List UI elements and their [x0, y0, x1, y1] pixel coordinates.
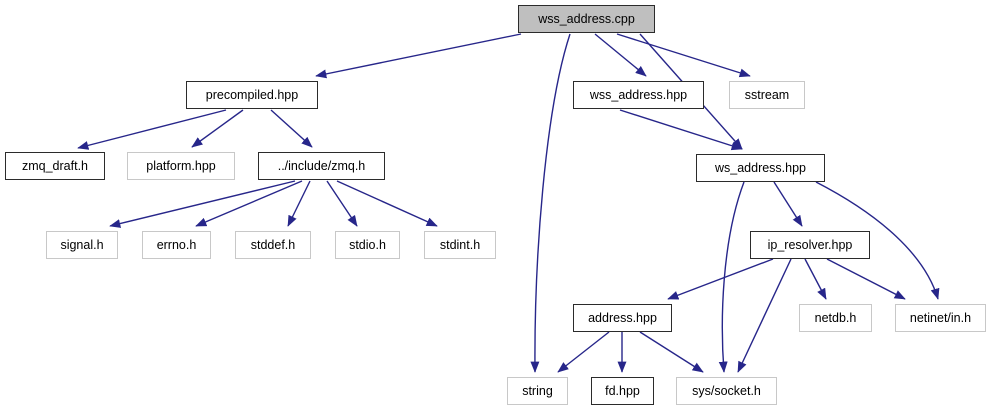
node-label: wss_address.cpp [538, 11, 635, 26]
node-errno_h[interactable]: errno.h [142, 231, 211, 259]
node-string[interactable]: string [507, 377, 568, 405]
node-wss_address_hpp[interactable]: wss_address.hpp [573, 81, 704, 109]
edge-ws_address_hpp-to-ip_resolver_hpp [773, 181, 803, 227]
node-ip_resolver_hpp[interactable]: ip_resolver.hpp [750, 231, 870, 259]
node-label: precompiled.hpp [205, 87, 299, 102]
node-fd_hpp[interactable]: fd.hpp [591, 377, 654, 405]
node-label: netinet/in.h [909, 310, 972, 325]
node-sstream[interactable]: sstream [729, 81, 805, 109]
node-label: platform.hpp [146, 158, 216, 173]
node-label: signal.h [60, 237, 104, 252]
node-label: wss_address.hpp [589, 87, 688, 102]
edge-include_zmq_h-to-stddef_h [287, 180, 311, 227]
edge-precompiled_hpp-to-include_zmq_h [270, 109, 313, 148]
edge-precompiled_hpp-to-zmq_draft_h [77, 109, 227, 150]
node-include_zmq_h[interactable]: ../include/zmq.h [258, 152, 385, 180]
node-platform_hpp[interactable]: platform.hpp [127, 152, 235, 180]
edge-ip_resolver_hpp-to-sys_socket_h [737, 258, 792, 373]
edge-wss_address_cpp-to-wss_address_hpp [594, 33, 647, 77]
node-label: zmq_draft.h [21, 158, 88, 173]
node-label: errno.h [156, 237, 197, 252]
node-label: string [522, 383, 553, 398]
edge-include_zmq_h-to-stdio_h [326, 180, 358, 227]
node-wss_address_cpp[interactable]: wss_address.cpp [518, 5, 655, 33]
edge-address_hpp-to-sys_socket_h [639, 331, 704, 373]
node-label: ip_resolver.hpp [767, 237, 853, 252]
edge-ip_resolver_hpp-to-netdb_h [804, 258, 827, 300]
node-label: stdio.h [349, 237, 386, 252]
edge-wss_address_hpp-to-ws_address_hpp [619, 109, 743, 151]
node-label: ../include/zmq.h [277, 158, 366, 173]
node-zmq_draft_h[interactable]: zmq_draft.h [5, 152, 105, 180]
edge-include_zmq_h-to-signal_h [109, 180, 296, 228]
edge-address_hpp-to-string [557, 331, 610, 373]
edge-wss_address_cpp-to-string [530, 33, 571, 373]
node-netdb_h[interactable]: netdb.h [799, 304, 872, 332]
node-stddef_h[interactable]: stddef.h [235, 231, 311, 259]
node-label: sstream [744, 87, 790, 102]
edge-ws_address_hpp-to-sys_socket_h [718, 181, 745, 373]
node-label: stddef.h [250, 237, 296, 252]
edge-ws_address_hpp-to-netinet_in_h [815, 181, 940, 300]
node-label: address.hpp [588, 310, 657, 325]
node-label: netdb.h [814, 310, 857, 325]
edge-wss_address_cpp-to-precompiled_hpp [315, 33, 522, 79]
node-label: fd.hpp [605, 383, 640, 398]
edge-group [77, 33, 940, 373]
node-label: stdint.h [439, 237, 481, 252]
edge-precompiled_hpp-to-platform_hpp [191, 109, 244, 148]
node-stdint_h[interactable]: stdint.h [424, 231, 496, 259]
edge-include_zmq_h-to-stdint_h [336, 180, 438, 227]
node-sys_socket_h[interactable]: sys/socket.h [676, 377, 777, 405]
node-precompiled_hpp[interactable]: precompiled.hpp [186, 81, 318, 109]
node-signal_h[interactable]: signal.h [46, 231, 118, 259]
node-ws_address_hpp[interactable]: ws_address.hpp [696, 154, 825, 182]
node-label: ws_address.hpp [714, 160, 807, 175]
edge-ip_resolver_hpp-to-address_hpp [667, 258, 774, 300]
node-netinet_in_h[interactable]: netinet/in.h [895, 304, 986, 332]
edge-ip_resolver_hpp-to-netinet_in_h [826, 258, 906, 300]
node-label: sys/socket.h [692, 383, 761, 398]
edge-include_zmq_h-to-errno_h [195, 180, 303, 227]
node-stdio_h[interactable]: stdio.h [335, 231, 400, 259]
edge-wss_address_cpp-to-sstream [616, 33, 751, 78]
node-address_hpp[interactable]: address.hpp [573, 304, 672, 332]
